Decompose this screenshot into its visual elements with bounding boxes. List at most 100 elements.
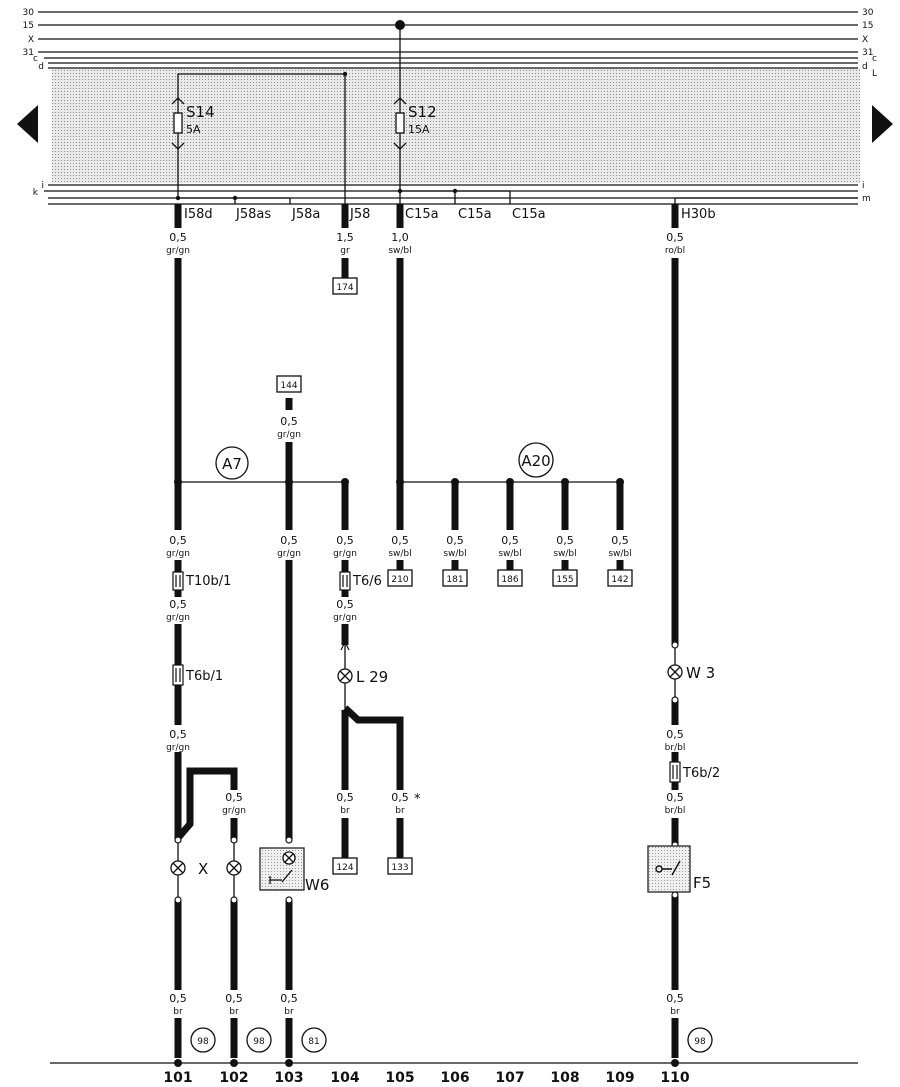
wire-gauge: 0,5 (446, 534, 464, 547)
w6-switch-box (259, 847, 305, 891)
wire-color: ro/bl (665, 246, 685, 256)
terminal-c15a-3: C15a (512, 207, 546, 222)
wire-specs: 0,5 gr/gn 1,5 gr 1,0 sw/bl 0,5 ro/bl 0,5… (166, 231, 685, 1017)
wire-color: sw/bl (388, 246, 411, 256)
wire-gauge: 0,5 (666, 992, 684, 1005)
terminal-i58d: I58d (184, 207, 213, 222)
h30b-bus-link (674, 197, 858, 204)
bus-label-30: 30 (862, 8, 874, 18)
connector-t10b-1: T10b/1 (185, 574, 231, 589)
ground-81: 81 (308, 1037, 319, 1047)
wire-color: sw/bl (608, 549, 631, 559)
footnote-star: * (414, 792, 421, 807)
ref-box-144: 144 (280, 381, 297, 391)
component-w3: W 3 (686, 664, 715, 682)
fuse-s12-name: S12 (408, 103, 437, 121)
wire-gauge: 0,5 (556, 534, 574, 547)
wire-color: sw/bl (553, 549, 576, 559)
wire-gauge: 0,5 (169, 992, 187, 1005)
column-101: 101 (163, 1070, 192, 1086)
splice-dots (174, 478, 679, 1067)
bus-label-d: d (38, 62, 44, 72)
wire-color: gr/gn (166, 549, 190, 559)
reference-boxes[interactable]: 174 144 210 181 186 155 142 124 133 (276, 277, 633, 875)
wire-color: gr (340, 246, 350, 256)
column-102: 102 (219, 1070, 248, 1086)
wire-color: br (395, 806, 405, 816)
next-page-arrow-icon[interactable] (872, 105, 893, 143)
ref-box-210: 210 (391, 575, 408, 585)
wire-color: gr/gn (277, 430, 301, 440)
terminal-c15a: C15a (405, 207, 439, 222)
wire-gauge: 0,5 (169, 598, 187, 611)
thick-wires (174, 204, 679, 1058)
splice-a20: A20 (521, 452, 550, 470)
component-w6: W6 (305, 876, 329, 894)
bus-label-x: X (28, 35, 34, 45)
ref-box-124: 124 (336, 863, 353, 873)
component-l29: L 29 (356, 668, 388, 686)
terminal-h30b: H30b (681, 207, 716, 222)
wire-gauge: 0,5 (336, 598, 354, 611)
bus-label-15: 15 (862, 21, 873, 31)
bus-label-i: i (41, 181, 44, 191)
ref-box-142: 142 (611, 575, 628, 585)
column-106: 106 (440, 1070, 469, 1086)
ref-box-174: 174 (336, 283, 353, 293)
column-104: 104 (330, 1070, 359, 1086)
bus-label-30: 30 (23, 8, 35, 18)
wire-gauge: 1,0 (391, 231, 409, 244)
wire-gauge: 0,5 (169, 231, 187, 244)
w6-switch-icon (269, 851, 296, 884)
terminal-c15a-2: C15a (458, 207, 492, 222)
wire-gauge: 0,5 (280, 415, 298, 428)
bus-label-m: m (862, 194, 871, 204)
wire-gauge: 0,5 (336, 791, 354, 804)
terminal-labels: I58d J58as J58a J58 C15a C15a C15a H30b (184, 207, 716, 222)
bus-label-15: 15 (23, 21, 34, 31)
wire-color: br (229, 1007, 239, 1017)
fuse-s14-name: S14 (186, 103, 215, 121)
wire-end-circles (174, 641, 679, 904)
wire-color: gr/gn (277, 549, 301, 559)
bus-label-x: X (862, 35, 868, 45)
wire-color: br (173, 1007, 183, 1017)
bus-label-c: c (872, 54, 877, 64)
component-x: X (198, 860, 208, 878)
bus-label-31: 31 (862, 48, 873, 58)
column-107: 107 (495, 1070, 524, 1086)
previous-page-arrow-icon[interactable] (17, 105, 38, 143)
wire-gauge: 0,5 (666, 791, 684, 804)
connector-icons (172, 571, 681, 783)
wire-gauge: 0,5 (501, 534, 519, 547)
bus-labels-right: 30 15 X 31 c d L i m (862, 8, 877, 204)
fuse-s14-rating: 5A (186, 123, 201, 136)
wire-gauge: 0,5 (225, 992, 243, 1005)
wire-color: sw/bl (388, 549, 411, 559)
wire-color: sw/bl (443, 549, 466, 559)
ref-box-186: 186 (501, 575, 518, 585)
wire-color: br (340, 806, 350, 816)
ground-98: 98 (253, 1037, 265, 1047)
wire-color: gr/gn (166, 246, 190, 256)
column-110: 110 (660, 1070, 689, 1086)
wire-gauge: 0,5 (666, 728, 684, 741)
bus-label-l: L (872, 69, 877, 79)
column-numbers: 101 102 103 104 105 106 107 108 109 110 (163, 1070, 689, 1086)
column-103: 103 (274, 1070, 303, 1086)
connector-t6b-1: T6b/1 (185, 669, 223, 684)
wire-gauge: 0,5 (336, 534, 354, 547)
column-105: 105 (385, 1070, 414, 1086)
wire-gauge: 0,5 (280, 992, 298, 1005)
wire-gauge: 0,5 (169, 728, 187, 741)
wire-color: sw/bl (498, 549, 521, 559)
terminal-j58as: J58as (235, 207, 271, 222)
bus-label-k: k (33, 188, 39, 198)
splice-a7: A7 (222, 455, 242, 473)
fuse-box-panel (52, 68, 860, 183)
wire-gauge: 0,5 (666, 231, 684, 244)
column-108: 108 (550, 1070, 579, 1086)
wire-color: gr/gn (166, 743, 190, 753)
